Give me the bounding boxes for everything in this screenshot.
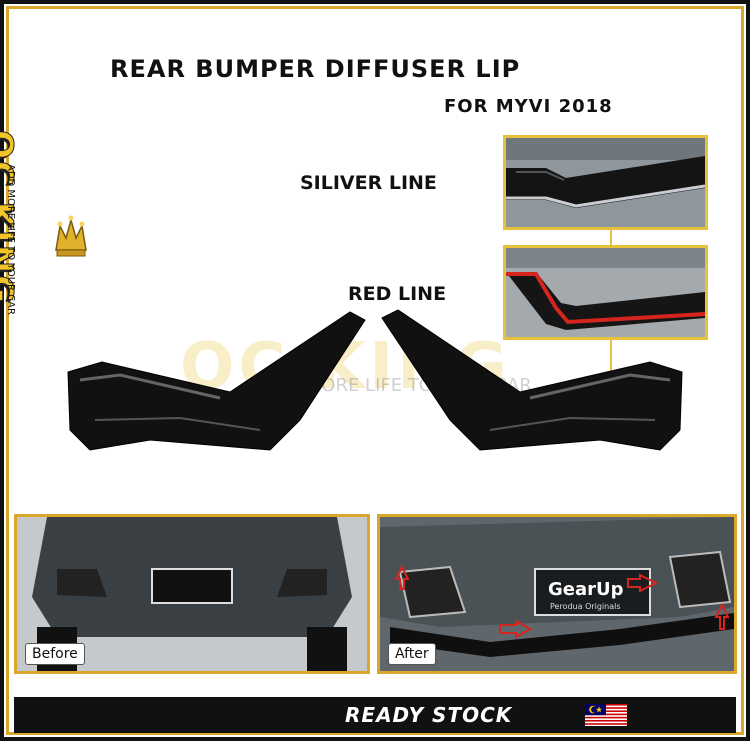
arrow-right-icon bbox=[627, 573, 659, 593]
crown-icon bbox=[55, 215, 87, 257]
red-line-diffuser-image bbox=[506, 248, 705, 337]
arrow-up-icon bbox=[714, 602, 730, 630]
ready-stock-text: READY STOCK bbox=[345, 703, 513, 727]
plate-brand-text: GearUp bbox=[548, 579, 624, 600]
product-title: REAR BUMPER DIFFUSER LIP bbox=[110, 55, 521, 83]
arrow-up-icon bbox=[394, 564, 410, 590]
silver-line-diffuser-image bbox=[506, 138, 705, 227]
red-line-thumbnail bbox=[503, 245, 708, 340]
before-photo: Before bbox=[14, 514, 370, 674]
car-rear-after-image: GearUp Perodua Originals bbox=[380, 517, 734, 671]
after-label: After bbox=[388, 643, 436, 665]
gold-border bbox=[6, 6, 744, 735]
variant-label-red: RED LINE bbox=[348, 283, 447, 305]
brand-tagline: ADD MORE LIFE TO YOUR CAR bbox=[5, 164, 16, 315]
variant-label-silver: SILIVER LINE bbox=[300, 172, 437, 194]
silver-line-thumbnail bbox=[503, 135, 708, 230]
malaysia-flag-icon bbox=[585, 704, 627, 726]
product-subtitle: FOR MYVI 2018 bbox=[444, 96, 613, 117]
plate-sub-text: Perodua Originals bbox=[550, 602, 621, 611]
diffuser-lip-product-image bbox=[67, 309, 683, 451]
after-photo: GearUp Perodua Originals After bbox=[377, 514, 737, 674]
arrow-left-icon bbox=[499, 619, 533, 639]
before-label: Before bbox=[25, 643, 85, 665]
car-rear-before-image bbox=[17, 517, 367, 671]
